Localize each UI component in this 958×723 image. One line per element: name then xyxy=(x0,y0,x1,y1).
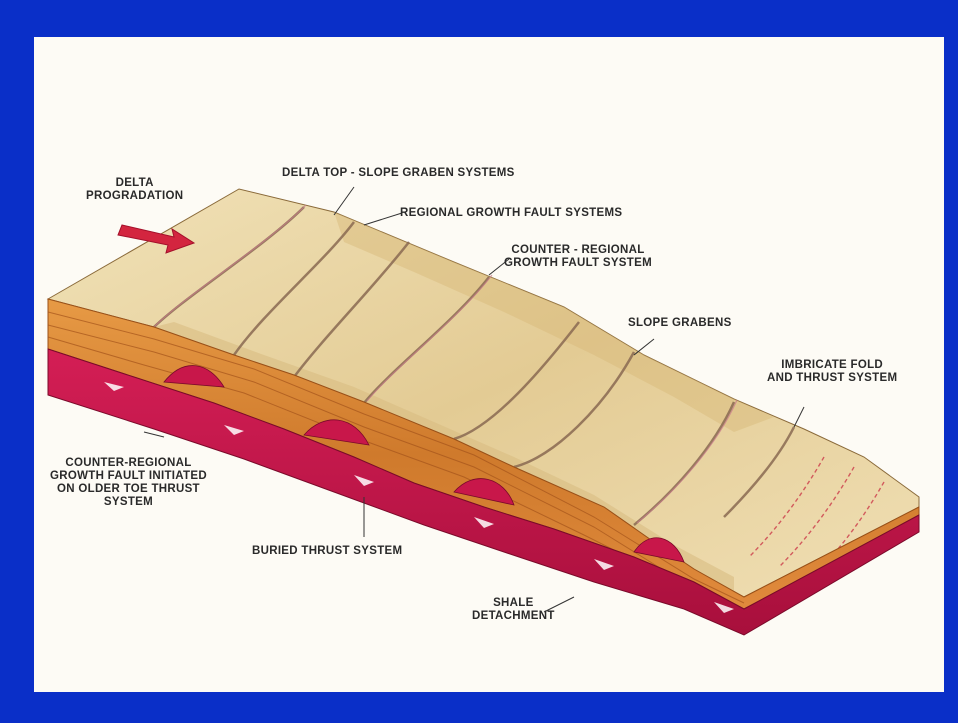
diagram-panel: DELTA PROGRADATION DELTA TOP - SLOPE GRA… xyxy=(34,37,944,692)
label-regional-growth: REGIONAL GROWTH FAULT SYSTEMS xyxy=(400,207,622,220)
label-delta-progradation: DELTA PROGRADATION xyxy=(86,177,183,203)
label-imbricate: IMBRICATE FOLD AND THRUST SYSTEM xyxy=(767,359,897,385)
label-counter-regional-toe: COUNTER-REGIONAL GROWTH FAULT INITIATED … xyxy=(50,457,207,509)
label-delta-top: DELTA TOP - SLOPE GRABEN SYSTEMS xyxy=(282,167,515,180)
label-shale-detachment: SHALE DETACHMENT xyxy=(472,597,555,623)
label-slope-grabens: SLOPE GRABENS xyxy=(628,317,732,330)
label-buried-thrust: BURIED THRUST SYSTEM xyxy=(252,545,402,558)
label-counter-regional: COUNTER - REGIONAL GROWTH FAULT SYSTEM xyxy=(504,244,652,270)
